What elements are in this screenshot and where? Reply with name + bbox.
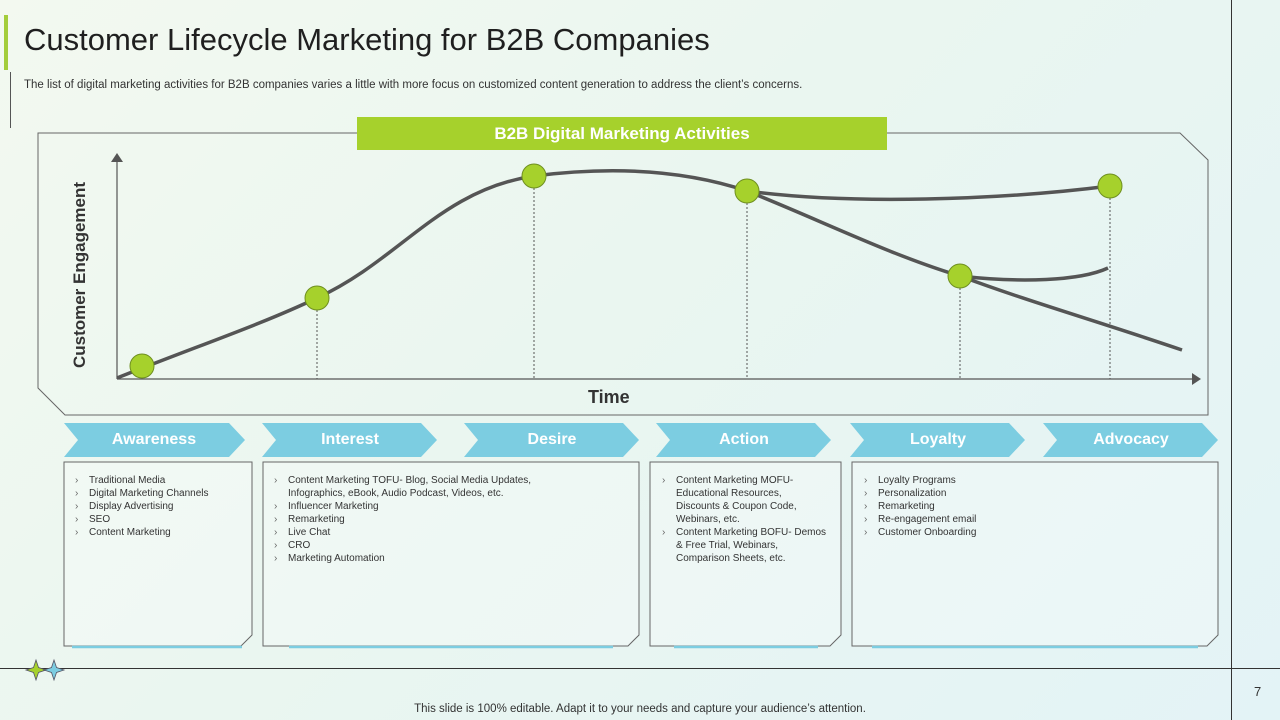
- list-item: Re-engagement email: [860, 513, 1160, 526]
- y-axis-label: Customer Engagement: [70, 181, 89, 369]
- list-item: Remarketing: [860, 500, 1160, 513]
- awareness-activity-list: Traditional Media Digital Marketing Chan…: [71, 474, 247, 539]
- stage-node: [1097, 173, 1123, 199]
- list-item: Influencer Marketing: [270, 500, 570, 513]
- list-item: CRO: [270, 539, 570, 552]
- interest-activity-list: Content Marketing TOFU- Blog, Social Med…: [270, 474, 570, 565]
- sparkle-icon: [24, 658, 48, 682]
- x-axis-arrow-icon: [1192, 373, 1201, 385]
- stage-chevron-awareness: [64, 423, 245, 457]
- sparkle-icon: [42, 658, 66, 682]
- list-item: Content Marketing: [71, 526, 247, 539]
- list-item: Digital Marketing Channels: [71, 487, 247, 500]
- x-axis-label: Time: [588, 387, 630, 407]
- stage-node: [734, 178, 760, 204]
- loyalty-branch: [959, 266, 1109, 282]
- list-item: Marketing Automation: [270, 552, 570, 565]
- page-number: 7: [1254, 684, 1262, 699]
- advocacy-branch: [746, 184, 1111, 202]
- list-item: Content Marketing TOFU- Blog, Social Med…: [270, 474, 570, 500]
- list-item: Personalization: [860, 487, 1160, 500]
- stage-chevron-desire: [464, 423, 639, 457]
- list-item: Remarketing: [270, 513, 570, 526]
- stage-label-action: Action: [719, 431, 769, 448]
- list-item: Loyalty Programs: [860, 474, 1160, 487]
- stage-chevron-loyalty: [850, 423, 1025, 457]
- title-accent-bar: [4, 15, 8, 70]
- list-item: SEO: [71, 513, 247, 526]
- stage-node: [304, 285, 330, 311]
- stage-chevron-advocacy: [1043, 423, 1218, 457]
- divider-line: [1231, 0, 1232, 720]
- stage-node: [129, 353, 155, 379]
- page-subtitle: The list of digital marketing activities…: [24, 79, 803, 91]
- loyalty-activity-list: Loyalty Programs Personalization Remarke…: [860, 474, 1160, 539]
- stage-label-loyalty: Loyalty: [909, 431, 966, 448]
- list-item: Content Marketing MOFU- Educational Reso…: [658, 474, 828, 526]
- stage-chevron-interest: [262, 423, 437, 457]
- stage-label-interest: Interest: [321, 431, 379, 448]
- divider-line: [10, 72, 11, 128]
- list-item: Display Advertising: [71, 500, 247, 513]
- stage-chevron-action: [656, 423, 831, 457]
- page-title: Customer Lifecycle Marketing for B2B Com…: [24, 22, 710, 57]
- stage-label-advocacy: Advocacy: [1093, 431, 1169, 448]
- list-item: Content Marketing BOFU- Demos & Free Tri…: [658, 526, 828, 565]
- footer-note: This slide is 100% editable. Adapt it to…: [414, 703, 866, 715]
- list-item: Live Chat: [270, 526, 570, 539]
- stage-node: [521, 163, 547, 189]
- list-item: Customer Onboarding: [860, 526, 1160, 539]
- stage-label-desire: Desire: [527, 431, 577, 448]
- engagement-curve: [116, 169, 1183, 380]
- y-axis-arrow-icon: [111, 153, 123, 162]
- stage-node: [947, 263, 973, 289]
- stage-label-awareness: Awareness: [111, 431, 197, 448]
- divider-line: [0, 668, 1280, 669]
- action-activity-list: Content Marketing MOFU- Educational Reso…: [658, 474, 828, 565]
- panel-frame: [37, 132, 1209, 416]
- list-item: Traditional Media: [71, 474, 247, 487]
- panel-title: B2B Digital Marketing Activities: [357, 117, 887, 150]
